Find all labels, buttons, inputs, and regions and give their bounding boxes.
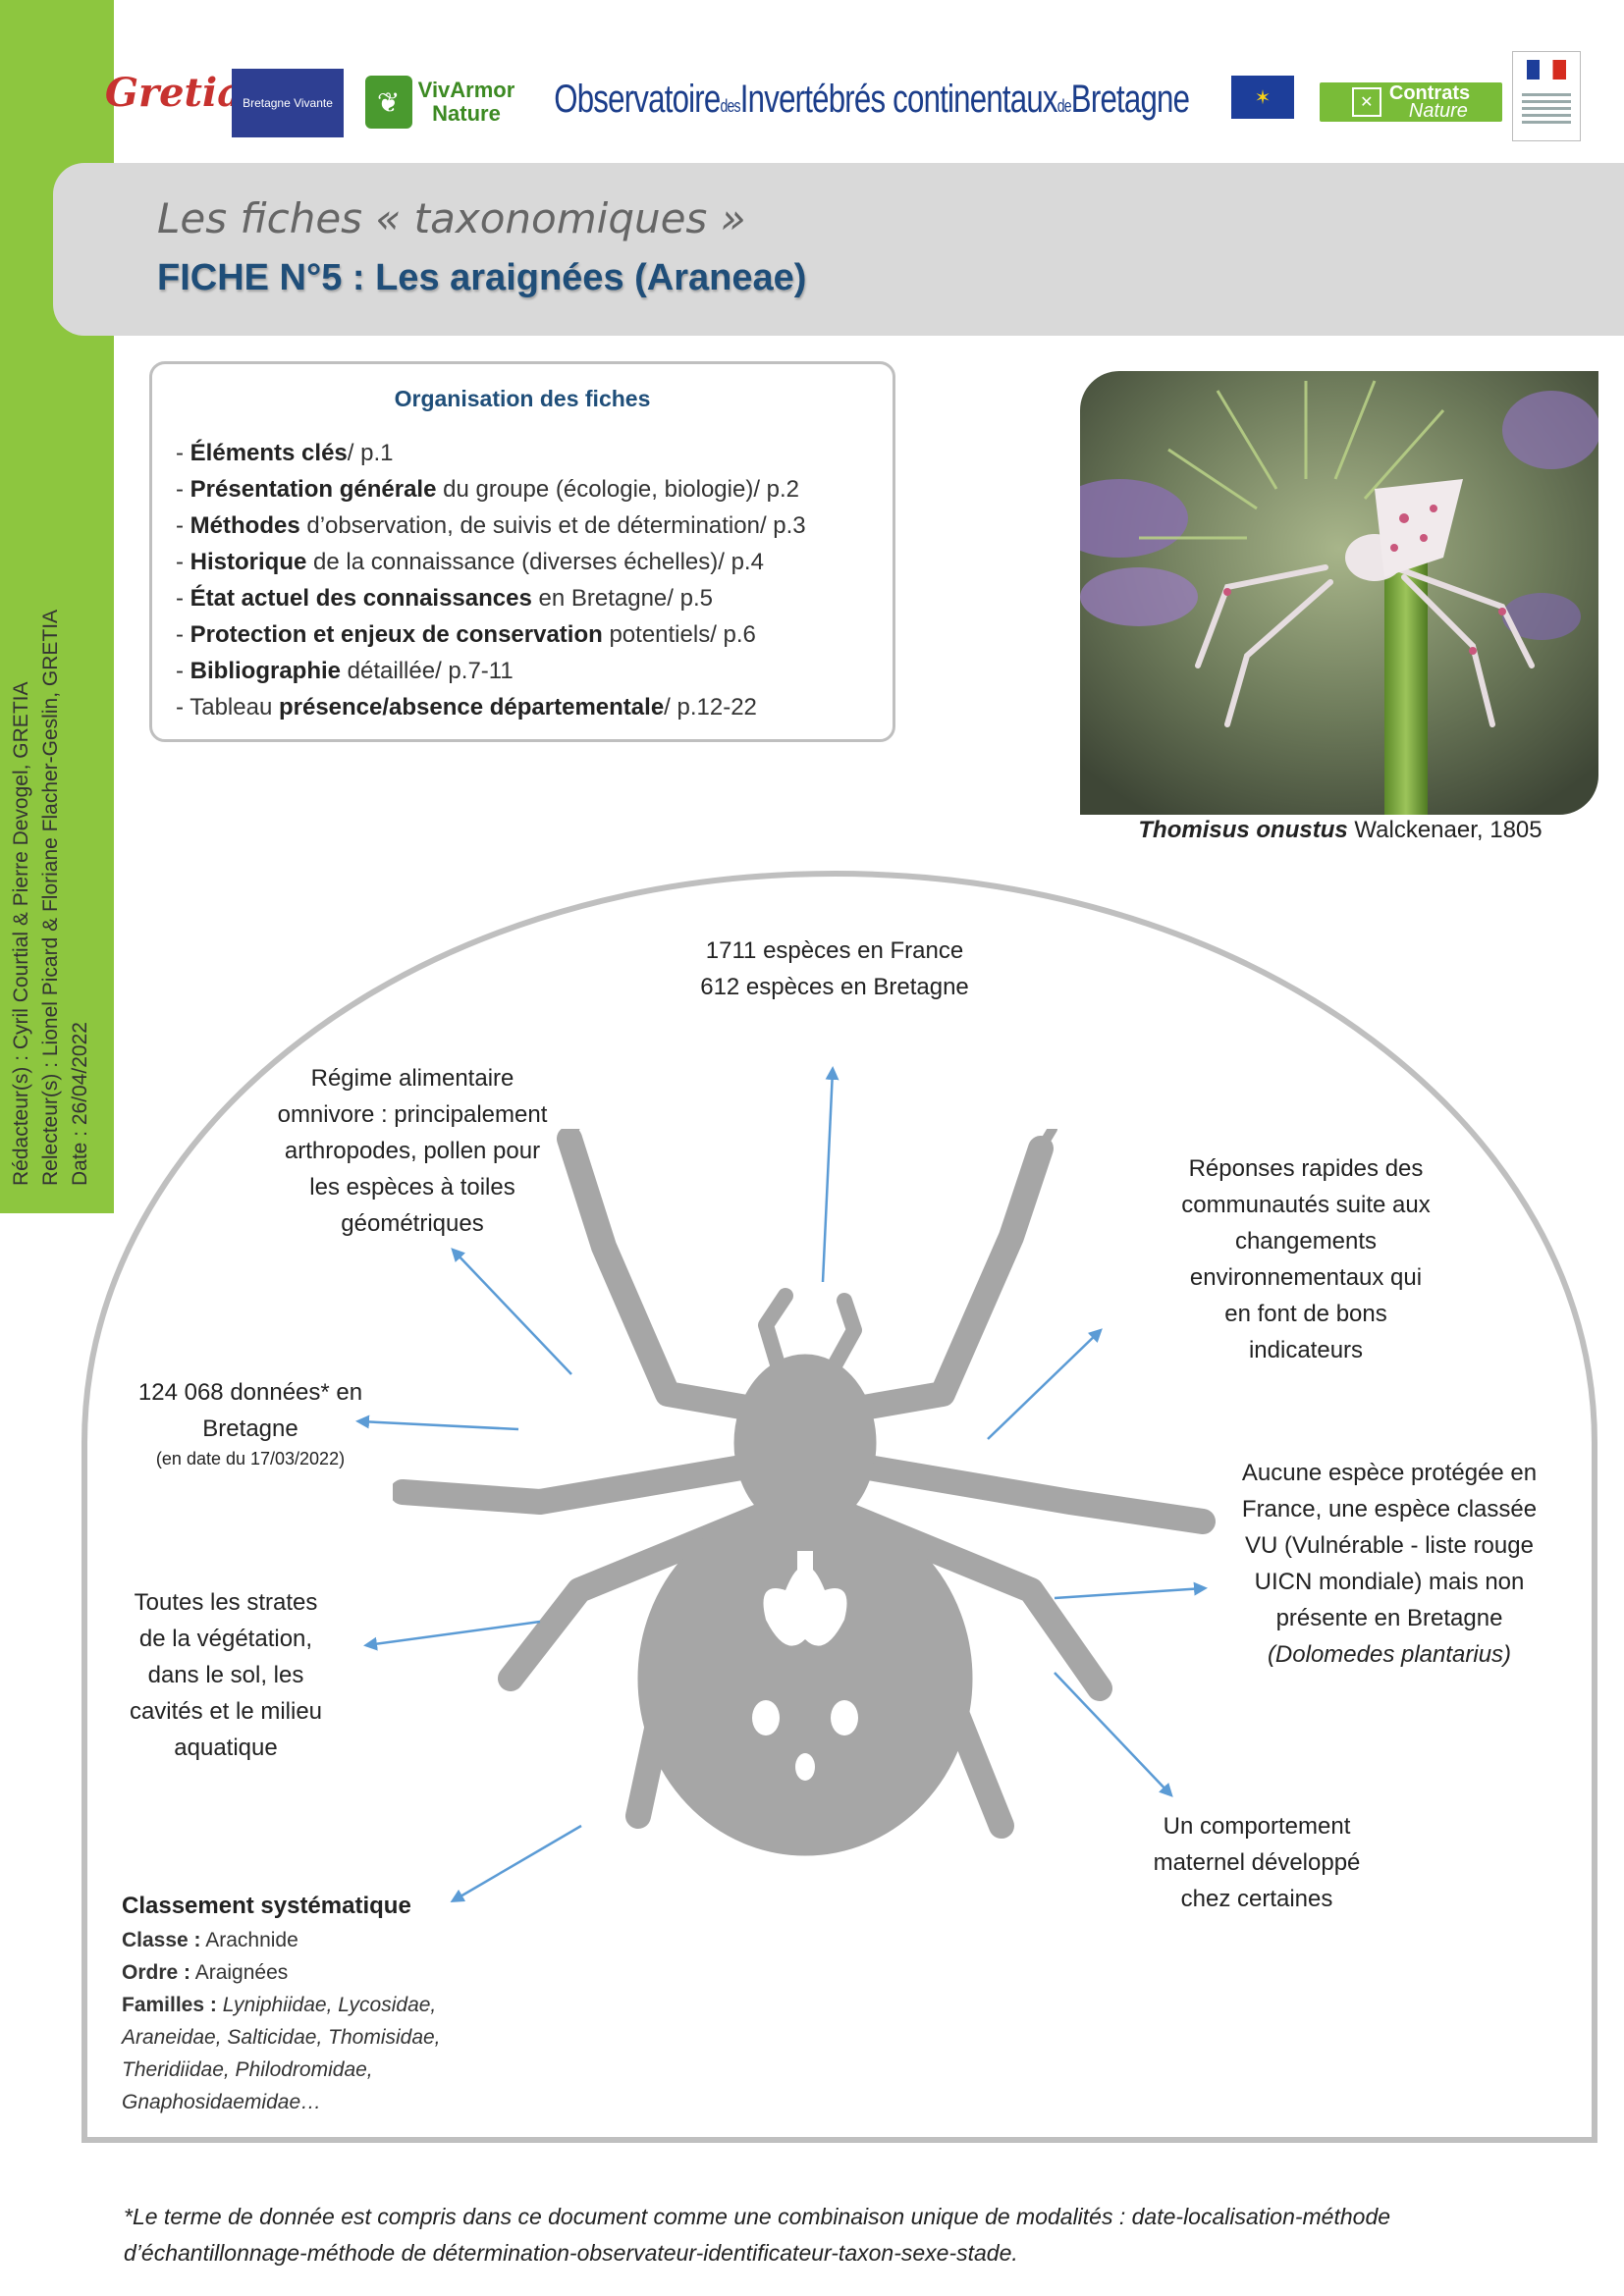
toc-item: - Méthodes d’observation, de suivis et d… [176, 512, 806, 539]
republique-francaise-logo [1512, 51, 1581, 141]
spider-silhouette [393, 1129, 1216, 1856]
species-count: 1711 espèces en France 612 espèces en Br… [700, 937, 969, 1000]
vivarmor-icon: ❦ [364, 76, 412, 129]
protection-info: Aucune espèce protégée en France, une es… [1241, 1460, 1538, 1668]
page-title: FICHE N°5 : Les araignées (Araneae) [157, 257, 807, 298]
data-count: 124 068 données* en Bretagne (en date du… [137, 1379, 363, 1468]
toc-item: - Historique de la connaissance (diverse… [176, 549, 764, 575]
cross-icon: ✕ [1351, 87, 1381, 117]
toc-item: - Tableau présence/absence départemental… [176, 694, 757, 721]
gretia-logo: Gretia [104, 69, 244, 116]
bretagne-vivante-logo: Bretagne Vivante [232, 69, 344, 137]
toc-title: Organisation des fiches [394, 386, 651, 411]
arrow [821, 1066, 839, 1283]
arrow [451, 1248, 572, 1375]
european-union-logo: ✶ [1227, 55, 1298, 139]
toc-item: - Présentation générale du groupe (écolo… [176, 476, 800, 503]
toc-item: - État actuel des connaissances en Breta… [176, 585, 713, 612]
habitat-info: Toutes les strates de la végétation, dan… [129, 1589, 323, 1761]
species-photo [1080, 371, 1598, 815]
arrow [363, 1620, 541, 1651]
behaviour-info: Un comportement maternel développé chez … [1153, 1813, 1361, 1912]
toc-item: - Éléments clés/ p.1 [176, 440, 394, 466]
arrow [1054, 1581, 1208, 1600]
contrats-nature-logo: ✕ Contrats Nature [1320, 82, 1502, 122]
toc-item: - Bibliographie détaillée/ p.7-11 [176, 658, 514, 684]
arrow [1054, 1672, 1173, 1797]
vivarmor-logo: ❦ VivArmor Nature [359, 71, 520, 133]
indicator-info: Réponses rapides des communautés suite a… [1181, 1155, 1431, 1363]
photo-caption: Thomisus onustus Walckenaer, 1805 [1138, 817, 1543, 843]
toc-list: - Éléments clés/ p.1 - Présentation géné… [176, 435, 806, 725]
arrow [450, 1824, 582, 1903]
toc-item: - Protection et enjeux de conservation p… [176, 621, 756, 648]
classification-block: Classement systématique Classe : Arachni… [122, 1889, 441, 2118]
footnote: *Le terme de donnée est compris dans ce … [124, 2204, 1391, 2266]
arrow [355, 1415, 519, 1431]
eu-flag-icon: ✶ [1231, 76, 1294, 119]
table-of-contents: Organisation des fiches - Éléments clés/… [149, 361, 895, 742]
diet-info: Régime alimentaire omnivore : principale… [277, 1065, 548, 1237]
header-band [53, 163, 1624, 336]
observatoire-logo: ObservatoiredesInvertébrés continentauxd… [526, 59, 1218, 139]
classification-title: Classement systématique [122, 1893, 411, 1919]
arrow [987, 1328, 1103, 1440]
french-flag-icon [1527, 60, 1566, 80]
series-title: Les fiches « taxonomiques » [157, 194, 746, 242]
